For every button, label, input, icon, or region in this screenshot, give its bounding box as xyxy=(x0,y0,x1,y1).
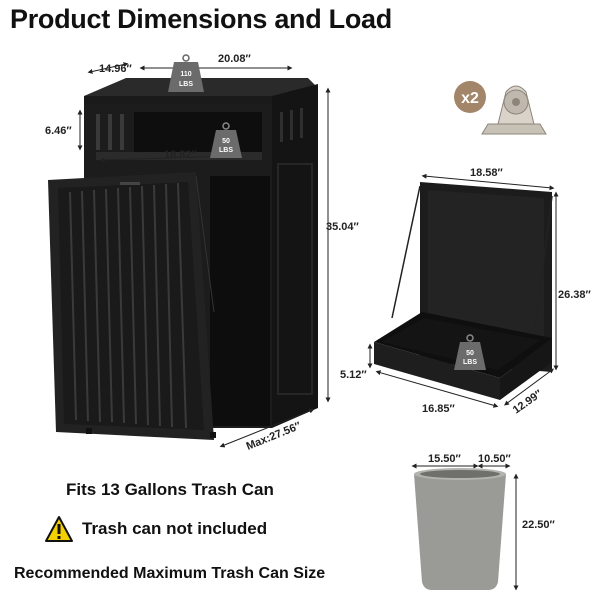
caster-wheel-icon xyxy=(481,85,547,135)
wheel-count-label: x2 xyxy=(461,90,479,107)
recommended-note: Recommended Maximum Trash Can Size xyxy=(14,565,326,582)
not-included-text: Trash can not included xyxy=(82,519,268,538)
trash-can-illustration xyxy=(414,468,506,590)
page-title: Product Dimensions and Load xyxy=(10,4,392,34)
wheel-count-badge xyxy=(454,81,486,113)
shelf-width-label: 18.82″ xyxy=(164,149,198,161)
trash-depth-label: 10.50″ xyxy=(478,453,512,465)
drawer-back-width-label: 18.58″ xyxy=(470,167,504,179)
top-load-unit: LBS xyxy=(179,81,193,88)
cabinet-width-label: 20.08″ xyxy=(218,53,252,65)
top-load-value: 110 xyxy=(180,71,191,78)
weight-icon xyxy=(454,334,486,370)
drawer-load-unit: LBS xyxy=(463,359,477,366)
cabinet-illustration xyxy=(48,78,318,440)
drawer-load-value: 50 xyxy=(466,350,474,357)
warning-icon xyxy=(45,516,73,542)
trash-height-label: 22.50″ xyxy=(522,519,556,531)
not-included-note: Trash can not included xyxy=(44,515,267,543)
drawer-box-depth-label: 12.99″ xyxy=(511,387,545,416)
weight-icon xyxy=(210,122,242,158)
drawer-box-height-label: 5.12″ xyxy=(340,369,367,381)
shelf-height-label: 6.46″ xyxy=(45,125,72,137)
cabinet-depth-label: 14.96″ xyxy=(99,63,133,75)
drawer-back-height-label: 26.38″ xyxy=(558,289,592,301)
shelf-load-unit: LBS xyxy=(219,147,233,154)
shelf-load-value: 50 xyxy=(222,138,230,145)
cabinet-height-label: 35.04″ xyxy=(326,221,360,233)
drawer-box-width-label: 16.85″ xyxy=(422,403,456,415)
weight-icon xyxy=(168,54,204,92)
trash-width-label: 15.50″ xyxy=(428,453,462,465)
fits-note: Fits 13 Gallons Trash Can xyxy=(66,480,274,499)
